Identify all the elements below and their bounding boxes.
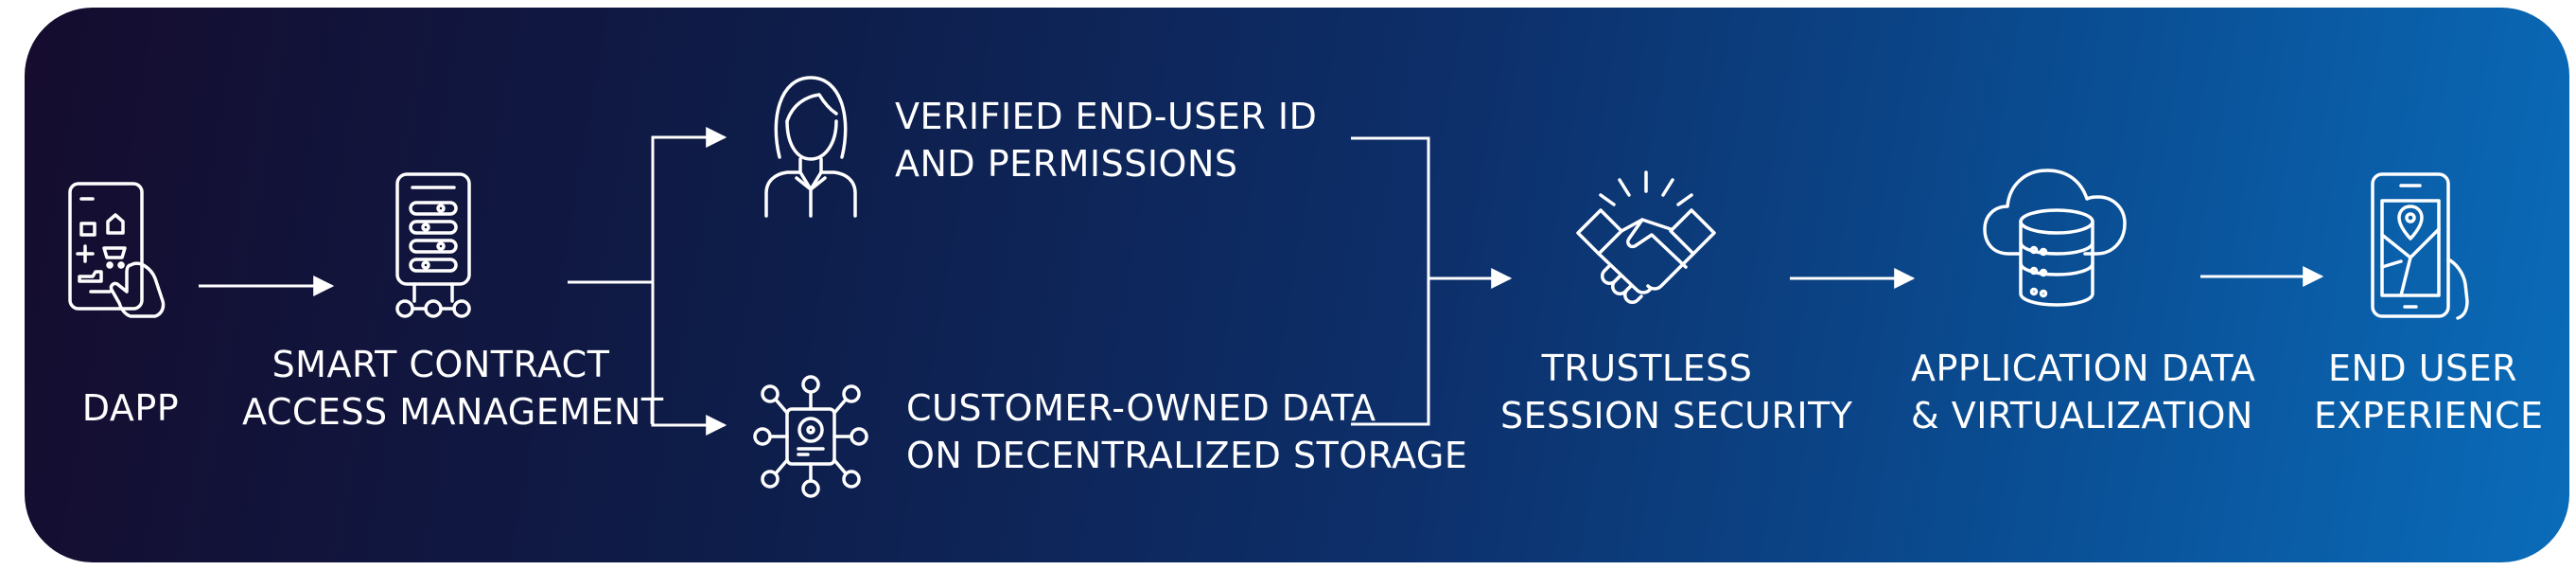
label-smart-contract: SMART CONTRACT ACCESS MANAGEMENT <box>242 344 664 433</box>
flow-diagram-panel: DAPP SMART CONTRACT ACCESS MANAGEMENT VE… <box>25 8 2569 562</box>
label-verified-id: VERIFIED END-USER ID AND PERMISSIONS <box>895 96 1318 185</box>
label-trustless: TRUSTLESS SESSION SECURITY <box>1500 347 1853 436</box>
label-end-user: END USER EXPERIENCE <box>2314 347 2544 436</box>
label-app-data: APPLICATION DATA & VIRTUALIZATION <box>1911 347 2256 436</box>
line-verified-id-to-merge <box>1351 136 1430 426</box>
mobile-app-hand-icon <box>68 182 166 318</box>
label-customer-data: CUSTOMER-OWNED DATA ON DECENTRALIZED STO… <box>906 387 1468 476</box>
decentralized-storage-icon <box>753 375 868 498</box>
arrow-split-to-verified-id <box>651 127 727 425</box>
mobile-map-hand-icon <box>2371 172 2469 320</box>
label-dapp: DAPP <box>81 387 180 429</box>
cloud-database-icon <box>1983 169 2127 307</box>
flow-connectors <box>199 127 2324 436</box>
user-avatar-icon <box>764 76 857 218</box>
server-network-icon <box>395 172 471 318</box>
handshake-icon <box>1576 170 1716 304</box>
